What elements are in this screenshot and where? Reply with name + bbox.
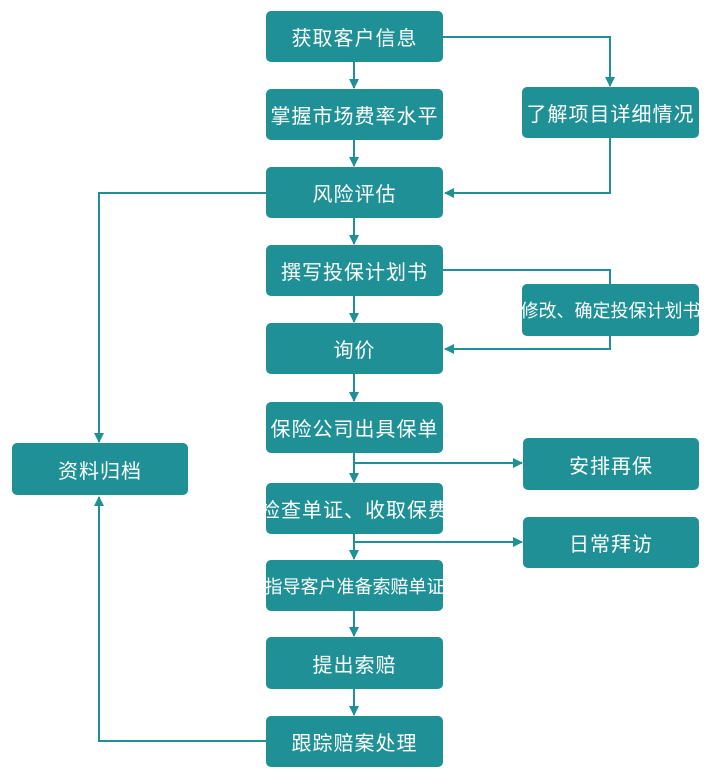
node-file-claim: 提出索赔 bbox=[266, 637, 443, 689]
node-market-rates: 掌握市场费率水平 bbox=[266, 89, 443, 140]
arrow-project-to-risk bbox=[444, 138, 611, 198]
node-project-details: 了解项目详细情况 bbox=[522, 87, 699, 138]
node-follow-claim: 跟踪赔案处理 bbox=[266, 716, 443, 767]
arrow-write-to-revise bbox=[443, 269, 611, 284]
node-write-plan: 撰写投保计划书 bbox=[266, 245, 443, 296]
node-inquiry: 询价 bbox=[266, 323, 443, 374]
node-renewal: 安排再保 bbox=[523, 438, 699, 490]
node-regular-visit: 日常拜访 bbox=[523, 517, 699, 568]
node-risk-assessment: 风险评估 bbox=[266, 167, 443, 218]
arrow-follow-to-archive bbox=[94, 496, 266, 742]
node-get-customer-info: 获取客户信息 bbox=[266, 11, 443, 62]
node-archive: 资料归档 bbox=[12, 443, 188, 495]
node-revise-plan: 修改、确定投保计划书 bbox=[521, 284, 701, 336]
arrow-get-info-to-project bbox=[443, 36, 615, 87]
arrow-risk-to-archive bbox=[94, 192, 266, 443]
arrow-revise-to-inquiry bbox=[444, 336, 611, 354]
node-issue-policy: 保险公司出具保单 bbox=[266, 402, 443, 453]
node-check-policy: 检查单证、收取保费 bbox=[260, 483, 448, 534]
node-guide-claim-docs: 指导客户准备索赔单证 bbox=[265, 560, 445, 611]
